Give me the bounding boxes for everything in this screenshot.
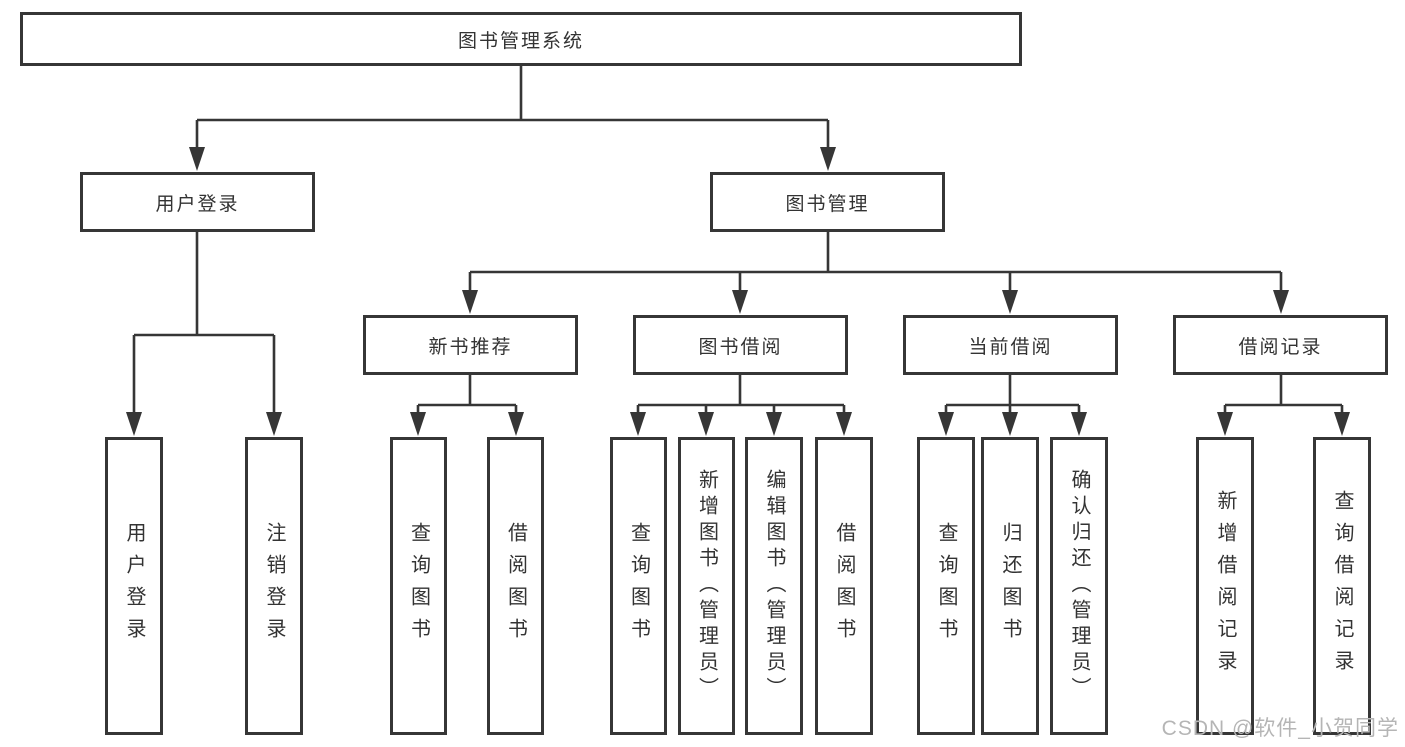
leaf-add-borrow-record: 新增借阅记录 — [1196, 437, 1254, 735]
node-label: 用户登录 — [155, 193, 240, 215]
arrowhead-down-icon — [462, 290, 478, 314]
arrowhead-down-icon — [698, 412, 714, 436]
arrowhead-down-icon — [1217, 412, 1233, 436]
node-book-borrowing: 图书借阅 — [633, 315, 848, 375]
node-label: 归还图书 — [999, 522, 1021, 650]
node-label: 借阅图书 — [504, 522, 527, 650]
leaf-confirm-return-admin: 确认归还（管理员） — [1050, 437, 1108, 735]
node-user-login: 用户登录 — [80, 172, 315, 232]
leaf-query-books-borrow: 查询图书 — [610, 437, 667, 735]
arrowhead-down-icon — [1071, 412, 1087, 436]
node-current-borrowing: 当前借阅 — [903, 315, 1118, 375]
node-label: 借阅记录 — [1238, 336, 1323, 358]
node-label: 查询借阅记录 — [1331, 490, 1353, 682]
arrowhead-down-icon — [508, 412, 524, 436]
node-label: 查询图书 — [407, 522, 430, 650]
arrowhead-down-icon — [1002, 412, 1018, 436]
arrowhead-down-icon — [836, 412, 852, 436]
arrowhead-down-icon — [732, 290, 748, 314]
node-label: 借阅图书 — [833, 522, 855, 650]
leaf-query-books-current: 查询图书 — [917, 437, 975, 735]
node-label: 用户登录 — [123, 522, 145, 650]
leaf-borrow-books-recommend: 借阅图书 — [487, 437, 544, 735]
csdn-watermark: CSDN @软件_小贺同学 — [1161, 717, 1399, 740]
connector-arrowheads — [126, 147, 1350, 436]
leaf-user-login: 用户登录 — [105, 437, 163, 735]
node-label: 新增图书（管理员） — [695, 469, 718, 703]
node-label: 编辑图书（管理员） — [763, 469, 785, 703]
connector-lines — [132, 65, 1344, 420]
arrowhead-down-icon — [1002, 290, 1018, 314]
leaf-add-books-admin: 新增图书（管理员） — [678, 437, 735, 735]
leaf-query-borrow-record: 查询借阅记录 — [1313, 437, 1371, 735]
leaf-logout: 注销登录 — [245, 437, 303, 735]
node-label: 图书管理 — [785, 193, 870, 215]
node-label: 查询图书 — [627, 522, 650, 650]
node-new-book-recommendation: 新书推荐 — [363, 315, 578, 375]
node-library-management-system: 图书管理系统 — [20, 12, 1022, 66]
leaf-borrow-books: 借阅图书 — [815, 437, 873, 735]
node-book-management: 图书管理 — [710, 172, 945, 232]
arrowhead-down-icon — [1273, 290, 1289, 314]
node-label: 新增借阅记录 — [1214, 490, 1236, 682]
arrowhead-down-icon — [630, 412, 646, 436]
arrowhead-down-icon — [189, 147, 205, 171]
arrowhead-down-icon — [410, 412, 426, 436]
arrowhead-down-icon — [938, 412, 954, 436]
node-label: 新书推荐 — [428, 336, 513, 358]
node-label: 注销登录 — [263, 522, 285, 650]
node-label: 当前借阅 — [968, 336, 1053, 358]
arrowhead-down-icon — [820, 147, 836, 171]
arrowhead-down-icon — [266, 412, 282, 436]
node-label: 确认归还（管理员） — [1068, 469, 1090, 703]
node-label: 图书借阅 — [698, 336, 783, 358]
arrowhead-down-icon — [126, 412, 142, 436]
arrowhead-down-icon — [766, 412, 782, 436]
arrowhead-down-icon — [1334, 412, 1350, 436]
leaf-query-books-recommend: 查询图书 — [390, 437, 447, 735]
leaf-return-books: 归还图书 — [981, 437, 1039, 735]
node-label: 图书管理系统 — [457, 30, 584, 52]
node-borrowing-records: 借阅记录 — [1173, 315, 1388, 375]
node-label: 查询图书 — [935, 522, 957, 650]
leaf-edit-books-admin: 编辑图书（管理员） — [745, 437, 803, 735]
